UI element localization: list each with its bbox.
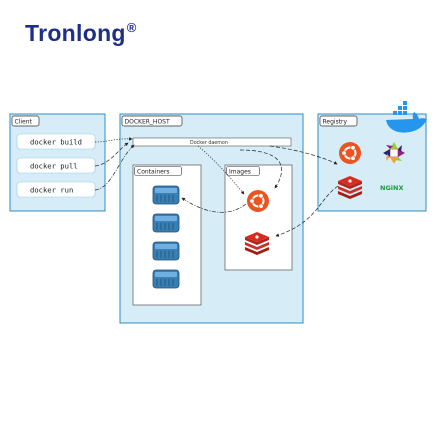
container-icon: [152, 185, 180, 205]
docker-run-label: docker run: [30, 186, 73, 195]
container-icon: [152, 213, 180, 233]
docker-daemon-bar: Docker daemon: [132, 137, 292, 147]
containers-box: Containers: [132, 164, 202, 306]
connection-arrows: [94, 137, 339, 237]
ubuntu-registry-icon: [338, 141, 362, 165]
registry-panel: Registry N: [317, 101, 427, 212]
registry-title: Registry: [323, 118, 348, 125]
nginx-icon: NGiNX: [380, 184, 403, 192]
daemon-to-ubuntu-image-arrow: [197, 145, 245, 195]
container-icon: [152, 241, 180, 261]
centos-icon: [383, 142, 405, 164]
nginx-label: NGiNX: [380, 184, 403, 192]
containers-title: Containers: [137, 168, 169, 175]
brand-registered-mark: ®: [126, 20, 137, 36]
docker-build-command[interactable]: docker build: [16, 133, 96, 150]
docker-daemon-label: Docker daemon: [190, 140, 228, 146]
docker-pull-command[interactable]: docker pull: [16, 157, 96, 174]
images-box: Images: [224, 164, 293, 271]
brand-name: Tronlong: [25, 20, 126, 46]
images-title: Images: [229, 168, 251, 175]
registry-to-ubuntu-image-arrow: [239, 149, 282, 189]
docker-host-title: DOCKER_HOST: [125, 118, 170, 125]
brand-logo: Tronlong®: [25, 20, 137, 47]
build-arrow: [94, 137, 133, 143]
docker-build-label: docker build: [30, 138, 82, 147]
docker-run-command[interactable]: docker run: [16, 181, 96, 198]
container-icon: [152, 269, 180, 289]
docker-host-panel: DOCKER_HOST Docker daemon Containers Ima…: [119, 113, 304, 324]
run-arrow: [94, 144, 135, 191]
ubuntu-image-icon: [246, 189, 270, 213]
client-panel: Client docker build docker pull docker r…: [9, 113, 106, 212]
pull-arrow: [94, 142, 129, 167]
docker-pull-label: docker pull: [30, 162, 78, 171]
docker-whale-icon: [386, 101, 427, 133]
registry-to-redis-image-arrow: [275, 185, 339, 237]
ubuntu-image-to-container-arrow: [181, 197, 247, 213]
daemon-to-registry-arrow: [269, 145, 338, 165]
client-title: Client: [15, 118, 33, 125]
